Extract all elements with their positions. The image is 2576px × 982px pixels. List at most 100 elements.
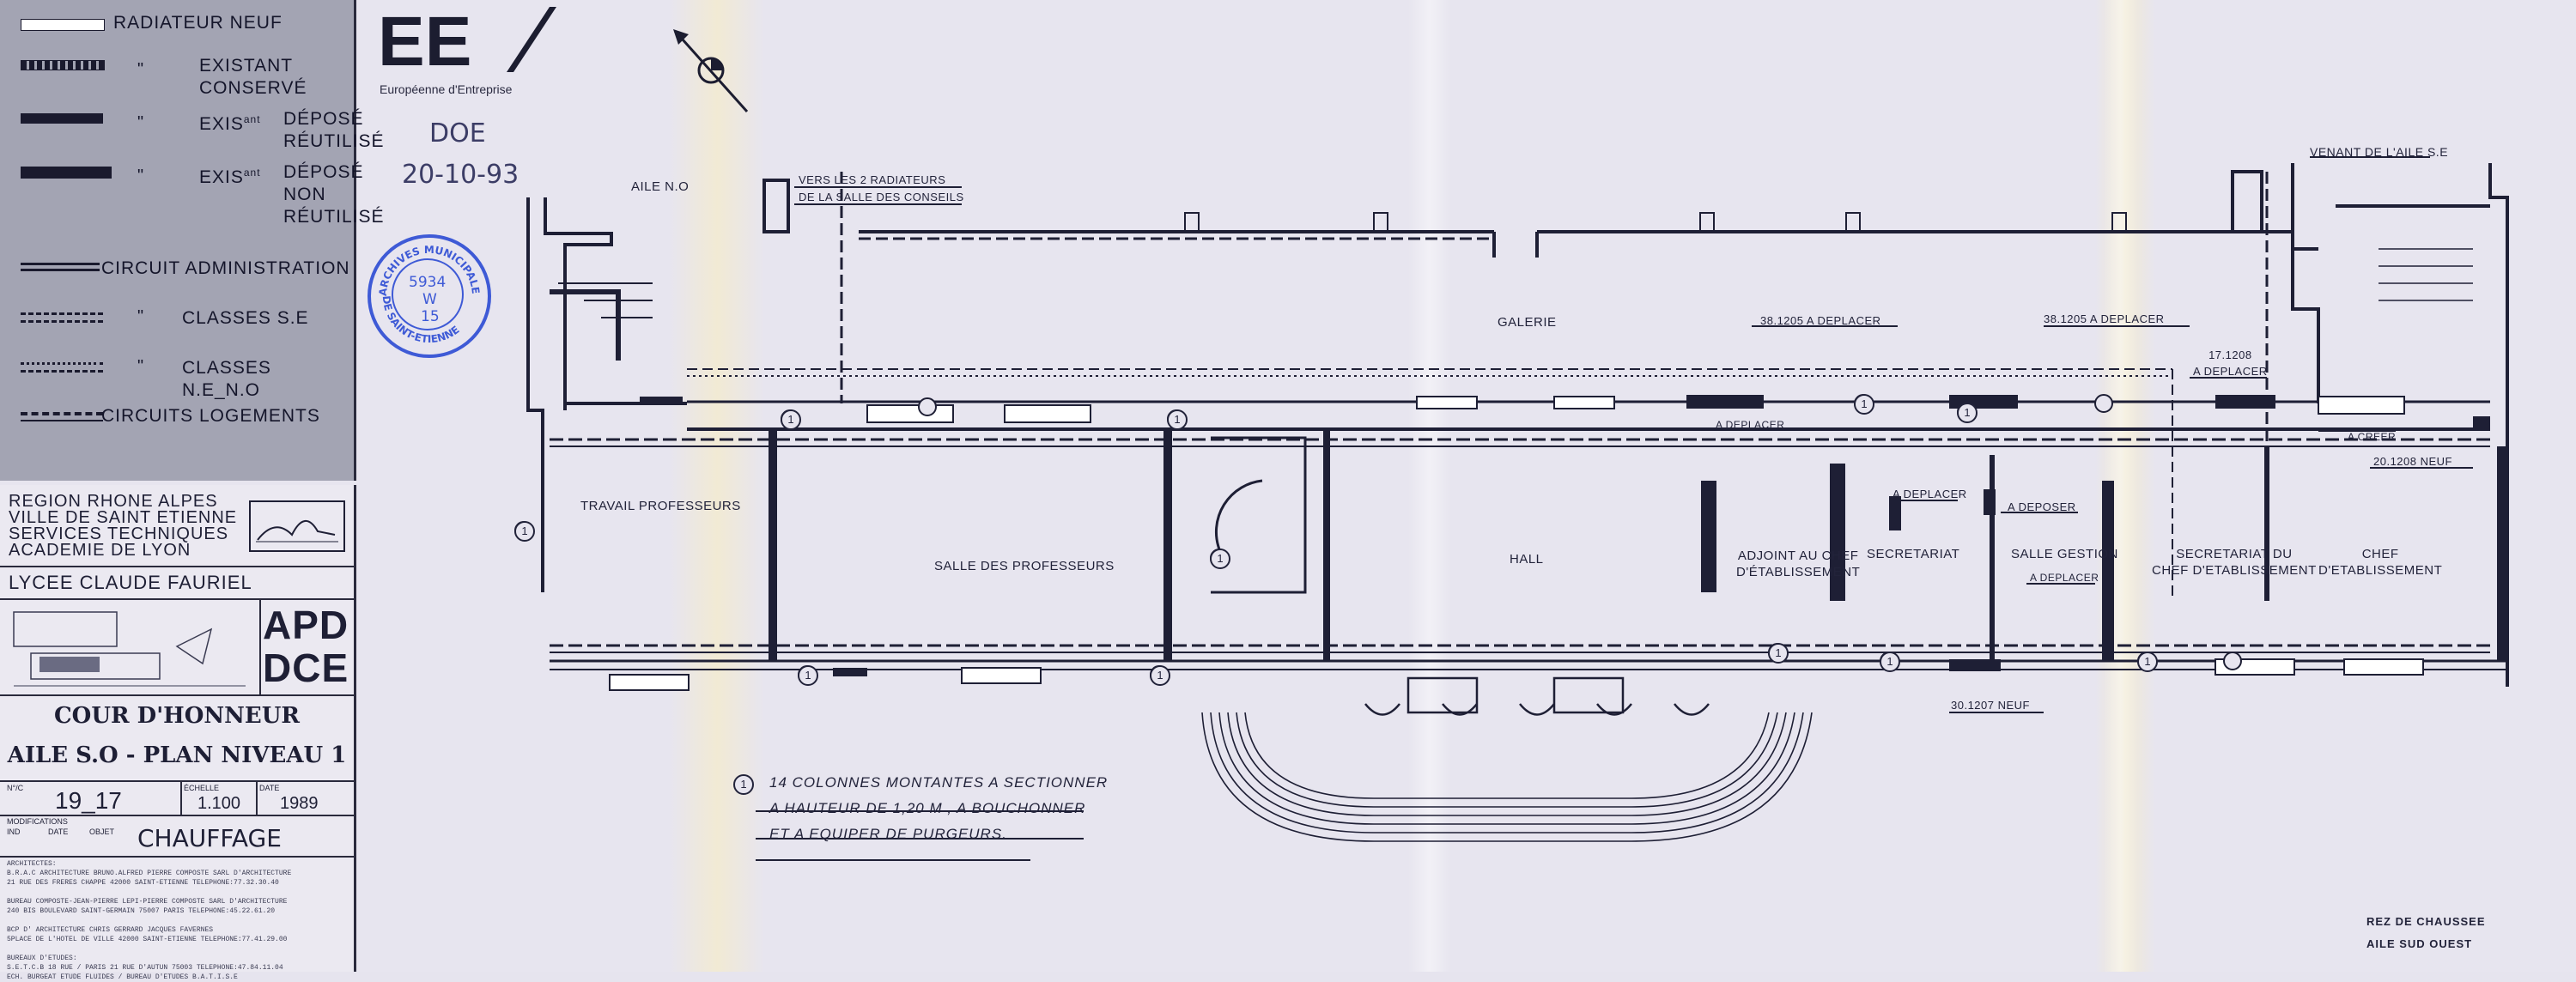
- date-value: 1989: [280, 794, 319, 813]
- ditto-mark: ": [137, 357, 144, 376]
- drawing-number: 19_17: [55, 787, 122, 814]
- drawing-title-1: COUR D'HONNEUR: [53, 703, 301, 729]
- galerie-label: GALERIE: [1498, 315, 1557, 330]
- walls: [526, 163, 2509, 687]
- credit-line: B.R.A.C ARCHITECTURE BRUNO.ALFRED PIERRE…: [7, 870, 292, 877]
- riser-marker: 1: [1167, 409, 1188, 430]
- venant-label: VENANT DE L'AILE S.E: [2310, 145, 2449, 159]
- legend-exis-prefix: EXISant: [199, 108, 261, 136]
- org-line: ACADEMIE DE LYON: [9, 541, 191, 560]
- drawing-title-2: AILE S.O - PLAN NIVEAU 1: [7, 743, 347, 768]
- region-logo-icon: [249, 500, 345, 552]
- heating-circuits: [550, 172, 2490, 653]
- legend-item: " CLASSES N.E_N.O: [9, 355, 352, 407]
- school-name: LYCEE CLAUDE FAURIEL: [9, 572, 252, 593]
- riser-marker: 1: [1880, 652, 1900, 672]
- riser-marker: 1: [1150, 665, 1170, 686]
- credit-line: 21 RUE DES FRERES CHAPPE 42000 SAINT-ETI…: [7, 879, 279, 887]
- riser-marker: 1: [2137, 652, 2158, 672]
- exis-sup: ant: [243, 167, 261, 179]
- note-line: 14 COLONNES MONTANTES A SECTIONNER: [769, 774, 1109, 791]
- org-line: VILLE DE SAINT ETIENNE: [9, 508, 238, 527]
- symbol-circuit-se: [21, 312, 103, 323]
- legend-label: DÉPOSÉ RÉUTILISÉ: [283, 109, 385, 151]
- symbol-existing-radiator: [21, 60, 105, 70]
- ditto-mark: ": [137, 307, 144, 326]
- room-label: TRAVAIL PROFESSEURS: [580, 499, 741, 513]
- symbol-circuit-housing: [21, 412, 103, 421]
- ditto-mark: ": [137, 60, 144, 79]
- stamp-15: 15: [421, 308, 440, 325]
- phase-box: APD DCE: [259, 598, 355, 694]
- ind-label: IND: [7, 827, 21, 836]
- legend-label: CLASSES S.E: [182, 308, 309, 328]
- room-label: ADJOINT AU CHEF D'ÉTABLISSEMENT: [1736, 549, 1861, 579]
- radiator-tag: A DEPLACER: [2030, 572, 2099, 584]
- legend-label: RADIATEUR NEUF: [113, 13, 283, 33]
- radiators-note-1: VERS LES 2 RADIATEURS: [799, 173, 946, 186]
- stamp-w: W: [422, 291, 437, 308]
- legend-item: " EXISant DÉPOSÉ NON RÉUTILISÉ: [9, 160, 384, 227]
- organisation-lines: REGION RHONE ALPES VILLE DE SAINT ETIENN…: [9, 493, 238, 560]
- legend-item: RADIATEUR NEUF: [9, 9, 352, 60]
- room-label: CHEF D'ETABLISSEMENT: [2318, 547, 2443, 578]
- logo-lettering: EE: [378, 3, 471, 81]
- symbol-removed-reused: [21, 113, 103, 124]
- exis-text: EXIS: [199, 167, 244, 187]
- note-line: ET A EQUIPER DE PURGEURS.: [769, 826, 1007, 842]
- org-line: SERVICES TECHNIQUES: [9, 524, 229, 543]
- wing-no-label: AILE N.O: [631, 179, 690, 194]
- room-label: SECRETARIAT DU CHEF D'ETABLISSEMENT: [2152, 547, 2317, 578]
- radiator-tag: 38.1205 A DEPLACER: [2044, 312, 2165, 325]
- doe-handwritten: DOE: [429, 118, 486, 149]
- room-label: SECRETARIAT: [1867, 547, 1960, 561]
- credit-line: ARCHITECTES:: [7, 860, 57, 868]
- radiator-tag: A CREER: [2348, 431, 2397, 443]
- entrance-arches: [1364, 676, 1710, 716]
- radiator-tag: A DEPLACER: [1893, 488, 1967, 500]
- symbol-circuit-ne-no: [21, 362, 103, 373]
- legend-panel: RADIATEUR NEUF " EXISTANT CONSERVÉ " EXI…: [0, 0, 384, 481]
- legend-item: CIRCUITS LOGEMENTS: [9, 403, 352, 455]
- title-block: REGION RHONE ALPES VILLE DE SAINT ETIENN…: [0, 485, 356, 981]
- riser-marker: 1: [781, 409, 801, 430]
- radiator-tag: 38.1205 A DEPLACER: [1760, 314, 1881, 327]
- credit-line: ECH. BURGEAT ETUDE FLUIDES / BUREAU D'ET…: [7, 973, 238, 981]
- paper-fold: [1408, 0, 1451, 972]
- scale-value: 1.100: [197, 794, 241, 813]
- riser-marker: 1: [1957, 403, 1978, 423]
- riser-marker: 1: [798, 665, 818, 686]
- radiators-note-2: DE LA SALLE DES CONSEILS: [799, 191, 964, 203]
- handwritten-date: 20-10-93: [402, 160, 519, 190]
- legend-label: CIRCUITS LOGEMENTS: [101, 406, 320, 426]
- stamp-number: 5934: [409, 274, 447, 291]
- legend-item: " EXISTANT CONSERVÉ: [9, 53, 352, 105]
- front-steps: [1201, 712, 1813, 842]
- credit-line: S.E.T.C.B 18 RUE / PARIS 21 RUE D'AUTUN …: [7, 964, 283, 972]
- legend-label: DÉPOSÉ NON RÉUTILISÉ: [283, 162, 385, 227]
- company-logo: EE: [378, 3, 556, 81]
- wing-label: AILE SUD OUEST: [2366, 937, 2473, 950]
- legend-label: CLASSES N.E_N.O: [182, 358, 271, 400]
- room-label: SALLE DES PROFESSEURS: [934, 559, 1115, 573]
- exis-text: EXIS: [199, 114, 244, 134]
- radiator-tag: 20.1208 NEUF: [2373, 455, 2452, 468]
- symbol-circuit-admin: [21, 263, 100, 271]
- field-date-label: DATE: [259, 784, 280, 792]
- riser-marker: 1: [1768, 643, 1789, 664]
- credit-line: BUREAUX D'ETUDES:: [7, 955, 77, 962]
- legend-item: " CLASSES S.E: [9, 306, 352, 357]
- legend-label: CIRCUIT ADMINISTRATION: [101, 258, 350, 278]
- paper-yellowing: [670, 0, 764, 972]
- modifications-label: MODIFICATIONS: [7, 817, 68, 826]
- riser-marker: 1: [514, 521, 535, 542]
- radiator-tag: A DEPLACER: [1716, 419, 1785, 431]
- room-label: SALLE GESTION: [2011, 547, 2118, 561]
- legend-item: " EXISant DÉPOSÉ RÉUTILISÉ: [9, 106, 384, 158]
- legend-exis-prefix: EXISant: [199, 161, 261, 189]
- riser-marker: 1: [1210, 549, 1230, 569]
- north-arrow-icon: [673, 29, 749, 112]
- stamp-inner-circle: [392, 258, 464, 330]
- exis-sup: ant: [243, 113, 261, 125]
